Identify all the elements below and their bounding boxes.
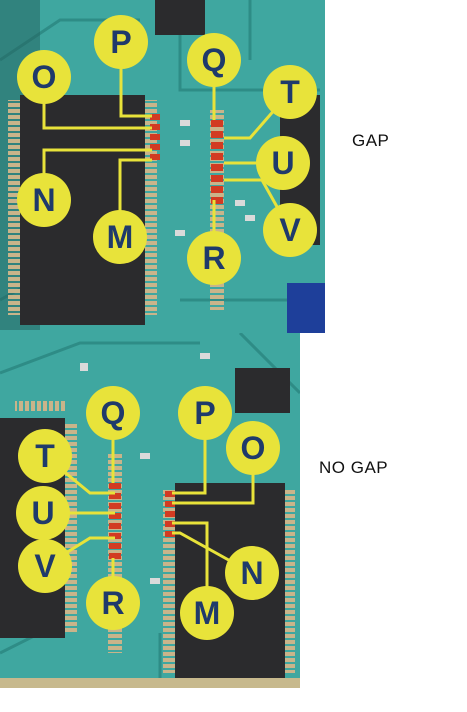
callout-v-label: V: [34, 548, 56, 584]
callout-p-label: P: [194, 395, 215, 431]
blue-component: [287, 283, 325, 333]
left-chip-red-pads: [150, 114, 160, 160]
callout-u-label: U: [271, 145, 294, 181]
callout-q-label: Q: [101, 395, 126, 431]
no-gap-callouts: Q P O T U V R: [16, 386, 280, 640]
central-red-pads: [109, 483, 121, 559]
callout-t: T: [18, 429, 72, 483]
callout-m-label: M: [194, 595, 221, 631]
callout-t: T: [263, 65, 317, 119]
callout-o: O: [226, 421, 280, 475]
callout-r-label: R: [101, 585, 124, 621]
gap-caption: GAP: [352, 131, 390, 150]
callout-v: V: [263, 203, 317, 257]
callout-q: Q: [187, 33, 241, 87]
callout-q-label: Q: [202, 42, 227, 78]
callout-n-label: N: [32, 182, 55, 218]
callout-r: R: [86, 576, 140, 630]
callout-t-label: T: [35, 438, 55, 474]
callout-u: U: [16, 486, 70, 540]
callout-v: V: [18, 539, 72, 593]
callout-o: O: [17, 50, 71, 104]
callout-n-label: N: [240, 555, 263, 591]
no-gap-board-illustration: Q P O T U V R: [0, 333, 300, 688]
gap-callouts: O P Q T U N M: [17, 15, 317, 285]
callout-q: Q: [86, 386, 140, 440]
callout-p-label: P: [110, 24, 131, 60]
callout-n: N: [17, 173, 71, 227]
callout-m: M: [180, 586, 234, 640]
callout-n: N: [225, 546, 279, 600]
callout-m: M: [93, 210, 147, 264]
callout-p: P: [94, 15, 148, 69]
gap-photo-panel: O P Q T U N M: [0, 0, 325, 333]
no-gap-caption: NO GAP: [319, 458, 389, 477]
callout-u-label: U: [31, 495, 54, 531]
left-chip-pins: [145, 100, 157, 315]
gap-board-illustration: O P Q T U N M: [0, 0, 325, 333]
callout-o-label: O: [241, 430, 266, 466]
no-gap-photo-panel: Q P O T U V R: [0, 333, 300, 688]
callout-r-label: R: [202, 240, 225, 276]
callout-u: U: [256, 136, 310, 190]
callout-p: P: [178, 386, 232, 440]
callout-o-label: O: [32, 59, 57, 95]
callout-v-label: V: [279, 212, 301, 248]
small-chip-top: [155, 0, 205, 35]
callout-r: R: [187, 231, 241, 285]
callout-m-label: M: [107, 219, 134, 255]
central-red-pads: [211, 120, 223, 204]
callout-t-label: T: [280, 74, 300, 110]
right-chip-red-pads: [165, 491, 175, 537]
small-chip-top: [235, 368, 290, 413]
